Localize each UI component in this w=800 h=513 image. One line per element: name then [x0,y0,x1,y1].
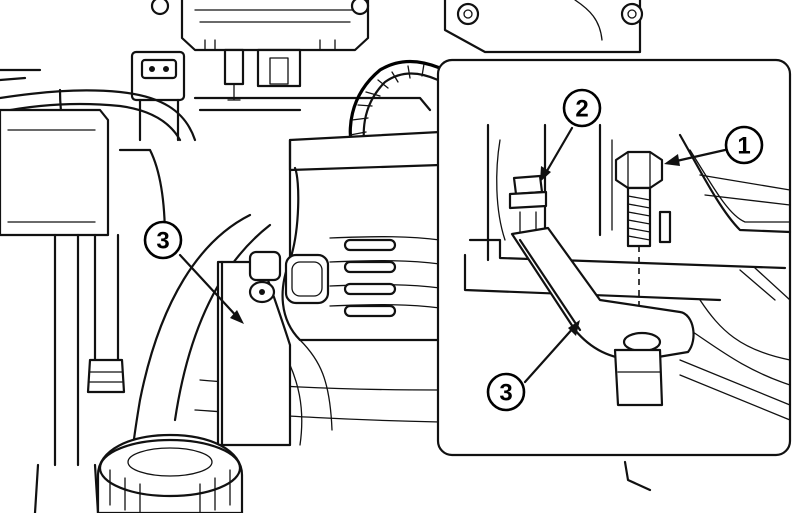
callout-main-bracket-label: 3 [156,228,169,255]
top-right-module [443,0,644,54]
top-module [150,0,370,101]
callout-inset-nut-label: 2 [575,96,588,123]
left-block [0,108,110,237]
callout-inset-bracket-label: 3 [499,380,512,407]
filler-cap [96,433,244,513]
inset-bracket [510,226,695,407]
callout-inset-bracket: 3 [486,372,526,412]
vertical-pipes [33,148,167,513]
main-bracket [216,250,330,447]
callout-inset-bolt-label: 1 [737,133,750,160]
callout-main-bracket: 3 [143,220,183,260]
engine-housing [281,130,442,342]
callout-inset-bolt: 1 [724,125,764,165]
nut [508,174,548,233]
callout-inset-nut: 2 [562,88,602,128]
engine-bay-illustration [0,0,644,513]
stray-mark [623,460,652,492]
detail-inset [436,58,792,457]
bolt [614,150,672,350]
connector-plug [130,50,186,142]
